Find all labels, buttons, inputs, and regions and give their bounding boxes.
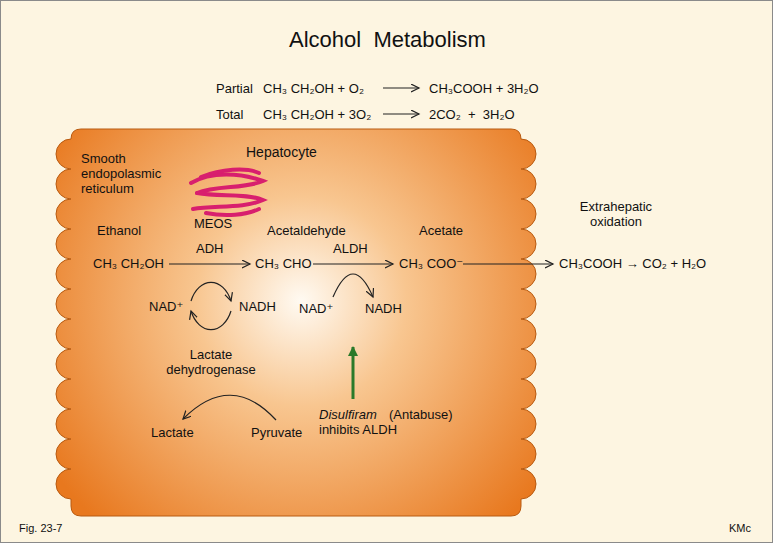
formula: CH₃COOH + 3H₂O xyxy=(429,81,539,96)
reaction-arrow xyxy=(313,263,393,264)
cofactor-cycle-arrow xyxy=(191,282,231,301)
compound-name: Pyruvate xyxy=(251,425,302,440)
cell-name: Hepatocyte xyxy=(246,144,317,160)
cofactor: NADH xyxy=(239,299,276,314)
enzyme-name: Lactate dehydrogenase xyxy=(161,347,261,377)
formula: CH₃ CHO xyxy=(255,256,312,271)
cofactor: NAD⁺ xyxy=(299,301,333,316)
author-initials: KMc xyxy=(729,521,751,536)
cofactor: NAD⁺ xyxy=(149,299,183,314)
diagram-title: Alcohol Metabolism xyxy=(1,27,773,53)
note: Extrahepatic oxidation xyxy=(561,199,671,229)
cofactor-cycle-arrow xyxy=(191,311,231,330)
formula: CH₃ CH₂OH + O₂ xyxy=(263,81,364,96)
compound-name: Acetaldehyde xyxy=(267,223,346,238)
hepatocyte-outline xyxy=(56,129,536,516)
drug-note: (Antabuse) inhibits ALDH xyxy=(319,407,469,437)
equation-label: Partial xyxy=(216,81,253,96)
reaction-arrow xyxy=(383,113,419,114)
ldh-cycle-arrow xyxy=(183,395,276,420)
organelle-name: Smooth endopolasmic reticulum xyxy=(81,151,171,196)
inhibition-arrow xyxy=(352,347,355,399)
formula: CH₃ CH₂OH xyxy=(93,256,164,271)
cofactor-cycle-arrow xyxy=(333,274,373,297)
enzyme-name: ALDH xyxy=(333,241,368,256)
reaction-arrow xyxy=(169,263,250,264)
cofactor: NADH xyxy=(365,301,402,316)
cell-region: HepatocyteSmooth endopolasmic reticulumM… xyxy=(56,129,536,516)
formula: CH₃COOH → CO₂ + H₂O xyxy=(559,256,706,271)
formula: CH₃ CH₂OH + 3O₂ xyxy=(263,107,371,122)
figure-number: Fig. 23-7 xyxy=(19,521,62,536)
compound-name: Acetate xyxy=(419,223,463,238)
compound-name: Ethanol xyxy=(97,223,141,238)
enzyme-name: ADH xyxy=(196,241,223,256)
drug-name: Disulfiram xyxy=(319,407,377,422)
enzyme-system: MEOS xyxy=(194,216,232,231)
formula: 2CO₂ + 3H₂O xyxy=(429,107,515,122)
endoplasmic-reticulum xyxy=(191,170,263,216)
reaction-arrow xyxy=(463,263,553,264)
equation-label: Total xyxy=(216,107,243,122)
reaction-arrow xyxy=(383,87,419,88)
compound-name: Lactate xyxy=(151,425,194,440)
organelle-region: Smooth endopolasmic reticulumMEOS xyxy=(173,151,273,241)
formula: CH₃ COO⁻ xyxy=(399,256,463,271)
